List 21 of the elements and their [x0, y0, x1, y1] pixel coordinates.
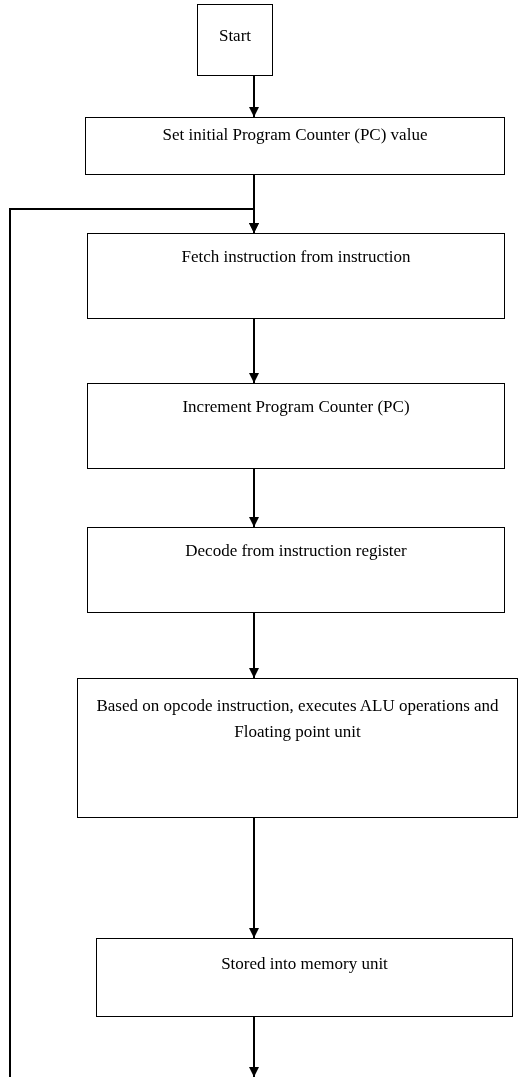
- loop-arrow: [9, 208, 259, 1078]
- process-box: [96, 938, 513, 1017]
- step-text: Fetch instruction from instruction: [181, 246, 411, 268]
- arrow: [249, 468, 259, 528]
- step-text: Increment Program Counter (PC): [182, 396, 410, 418]
- process-box: [87, 233, 505, 319]
- step-text: Set initial Program Counter (PC) value: [162, 124, 428, 146]
- arrow: [249, 318, 259, 384]
- process-box: [77, 678, 518, 818]
- arrow: [249, 1016, 259, 1078]
- process-box: [85, 117, 505, 175]
- step-text: Stored into memory unit: [221, 953, 388, 975]
- arrow: [249, 612, 259, 679]
- start-label: Start: [218, 25, 252, 47]
- step-text: Decode from instruction register: [185, 540, 407, 562]
- arrow: [249, 817, 259, 939]
- arrow: [249, 75, 259, 118]
- step-text: Based on opcode instruction, executes ALU operations and Floating point unit: [95, 695, 500, 743]
- process-box: [87, 527, 505, 613]
- process-box: [87, 383, 505, 469]
- start-box: [197, 4, 273, 76]
